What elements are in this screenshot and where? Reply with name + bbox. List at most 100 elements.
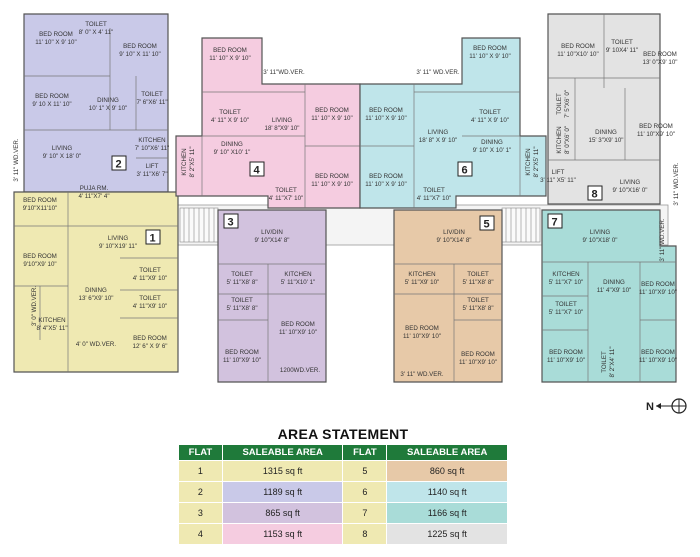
room-name: 3' 11" WD.VER.	[659, 218, 666, 261]
room-name: BED ROOM	[561, 43, 595, 50]
room-name: KITCHEN	[38, 317, 65, 324]
room-dim: 11' 10"X9' 10"	[639, 357, 677, 364]
room-dim: 11' 10" X 9' 10"	[365, 181, 406, 188]
flat-number-cell: 5	[342, 460, 388, 482]
room-name: KITCHEN	[552, 271, 579, 278]
room-dim: 9' 10"X19' 11"	[99, 243, 137, 250]
room-name: LIVING	[108, 235, 128, 242]
room-dim: 9' 10" X 10' 1"	[473, 147, 511, 154]
room-dim: 9' 10X4' 11"	[606, 47, 638, 54]
room-dim: 11' 10" X 9' 10"	[469, 53, 510, 60]
room-name: TOILET	[556, 93, 563, 115]
room-name: TOILET	[467, 297, 489, 304]
room-name: TOILET	[231, 271, 253, 278]
room-name: BED ROOM	[35, 93, 69, 100]
flat-1-area	[13, 191, 179, 373]
room-name: 3' 11" WD.VER.	[673, 162, 680, 205]
room-name: KITCHEN	[525, 148, 532, 175]
room-dim: 5' 11"X8' 8"	[226, 305, 257, 312]
col-header-flat: FLAT	[342, 444, 388, 461]
room-name: BED ROOM	[23, 253, 57, 260]
room-dim: 5' 11"X7' 10"	[549, 279, 584, 286]
room-dim: 8' 4"X5' 11"	[36, 325, 67, 332]
flat-4-area	[175, 37, 361, 209]
area-cell: 1166 sq ft	[386, 502, 508, 524]
room-dim: 11' 4"X9' 10"	[597, 287, 632, 294]
room-name: BED ROOM	[133, 335, 167, 342]
room-name: LIVING	[52, 145, 72, 152]
room-name: DINING	[221, 141, 243, 148]
flat-3-area	[217, 209, 327, 383]
room-name: LIVING	[620, 179, 640, 186]
room-name: BED ROOM	[461, 351, 495, 358]
room-dim: 7' 5"X6' 0"	[564, 90, 571, 118]
room-name: BED ROOM	[369, 107, 403, 114]
col-header-saleable-area: SALEABLE AREA	[386, 444, 508, 461]
flat-5-area	[393, 209, 503, 383]
room-dim: 9' 10"X14' 8"	[437, 237, 472, 244]
room-name: KITCHEN	[181, 148, 188, 175]
flat-number-8: 8	[587, 185, 603, 201]
room-dim: 8' 0" X 4' 11"	[79, 29, 114, 36]
room-name: TOILET	[219, 109, 241, 116]
room-name: TOILET	[467, 271, 489, 278]
room-name: PUJA RM.	[80, 185, 109, 192]
room-name: TOILET	[139, 295, 161, 302]
room-name: 3' 11" WD.VER.	[13, 138, 20, 181]
table-row: 3 865 sq ft 7 1166 sq ft	[178, 502, 508, 524]
svg-text:5: 5	[484, 219, 490, 231]
svg-text:3: 3	[228, 217, 234, 229]
room-dim: 11' 10" X 9' 10"	[365, 115, 406, 122]
room-dim: 11' 10"X9' 10"	[639, 289, 677, 296]
room-dim: 4' 11"X9' 10"	[133, 275, 168, 282]
room-dim: 13' 0"X9' 10"	[643, 59, 678, 66]
room-dim: 18' 8" X 9' 10"	[419, 137, 457, 144]
flat-number-cell: 3	[178, 502, 223, 524]
room-name: KITCHEN	[556, 126, 563, 153]
flat-number-1: 1	[145, 229, 161, 245]
room-dim: 13' 6"X9' 10"	[79, 295, 114, 302]
svg-text:6: 6	[462, 165, 468, 177]
room-dim: 8' 0"X6' 0"	[564, 126, 571, 154]
room-dim: 11' 10"X10' 10"	[557, 51, 598, 58]
room-name: 3' 11" WD.VER.	[400, 371, 443, 378]
room-name: LIFT	[552, 169, 565, 176]
flat-number-cell: 6	[342, 481, 388, 503]
svg-text:8: 8	[592, 189, 598, 201]
room-name: 4' 0" WD.VER.	[76, 341, 116, 348]
room-dim: 18' 8"X9' 10"	[265, 125, 300, 132]
room-name: BED ROOM	[315, 173, 349, 180]
room-name: BED ROOM	[213, 47, 247, 54]
room-name: BED ROOM	[473, 45, 507, 52]
room-name: BED ROOM	[641, 281, 675, 288]
flat-6-area	[359, 37, 547, 209]
room-name: DINING	[85, 287, 107, 294]
room-name: TOILET	[555, 301, 577, 308]
room-name: DINING	[595, 129, 617, 136]
room-dim: 15' 3"X9' 10"	[589, 137, 624, 144]
room-dim: 11' 10"X9' 10"	[459, 359, 497, 366]
room-name: TOILET	[479, 109, 501, 116]
flat-number-2: 2	[111, 155, 127, 171]
col-header-saleable-area: SALEABLE AREA	[221, 444, 344, 461]
flat-2-area	[23, 13, 169, 193]
room-dim: 8' 2"X5' 11"	[189, 146, 196, 177]
room-name: TOILET	[231, 297, 253, 304]
room-dim: 9'10"X11'10"	[23, 205, 58, 212]
room-dim: 9' 10"X14' 8"	[255, 237, 290, 244]
room-name: 1200WD.VER.	[280, 367, 321, 374]
room-dim: 9' 10"X18' 0"	[583, 237, 618, 244]
room-name: BED ROOM	[315, 107, 349, 114]
room-name: BED ROOM	[641, 349, 675, 356]
room-name: BED ROOM	[549, 349, 583, 356]
room-name: DINING	[603, 279, 625, 286]
room-name: DINING	[97, 97, 119, 104]
room-dim: 11' 10"X9' 10"	[279, 329, 317, 336]
room-name: 3' 0" WD.VER.	[31, 286, 38, 326]
room-dim: 12' 6" X 9' 6"	[133, 343, 168, 350]
room-dim: 5' 11"X9' 10"	[405, 279, 440, 286]
